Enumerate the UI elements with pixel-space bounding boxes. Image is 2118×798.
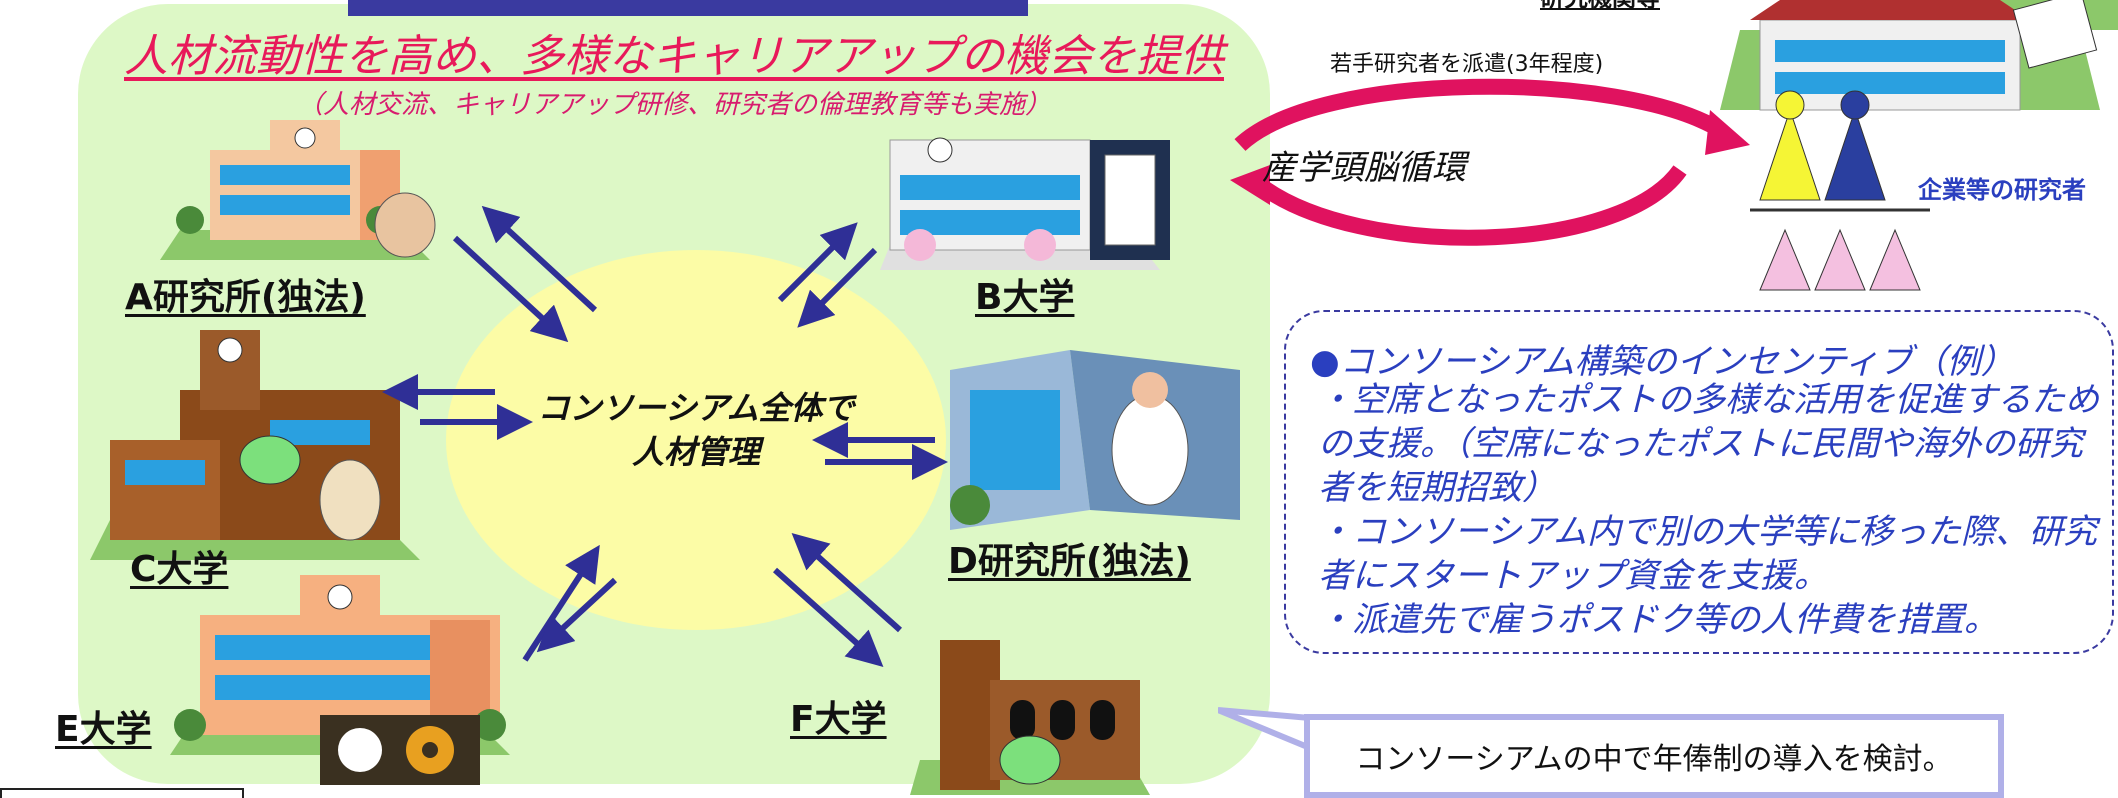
callout-pointer: [1218, 707, 1313, 753]
node-d-label: D研究所(独法): [948, 541, 1191, 582]
salary-system-callout: コンソーシアムの中で年俸制の導入を検討。: [1304, 714, 2004, 798]
brain-circulation-label: 産学頭脳循環: [1262, 148, 1466, 188]
node-f-label: F大学: [790, 699, 887, 740]
arrow-f-out: [791, 532, 903, 633]
brain-circulation-arrows: [1230, 78, 1750, 246]
arrow-b-in: [797, 247, 878, 328]
center-label: コンソーシアム全体で 人材管理: [446, 386, 946, 474]
research-institute-illustration: [1720, 0, 2118, 291]
gears-icon: [320, 715, 480, 785]
arrow-a-in: [452, 235, 569, 343]
main-title: 人材流動性を高め、多様なキャリアアップの機会を提供: [124, 31, 1224, 82]
node-a-label: A研究所(独法): [125, 277, 366, 318]
bottom-left-frame: [0, 788, 244, 798]
arrow-e-out: [522, 544, 600, 662]
building-f-illustration: [910, 640, 1150, 795]
incentive-title: ●コンソーシアム構築のインセンティブ（例）: [1310, 342, 2015, 382]
building-b-illustration: [880, 137, 1170, 270]
building-c-illustration: [90, 330, 420, 560]
dispatch-note: 若手研究者を派遣(3年程度): [1330, 52, 1604, 77]
building-d-illustration: [950, 350, 1240, 530]
arrow-a-out: [481, 205, 598, 313]
building-a-illustration: [160, 120, 436, 260]
incentive-item-3: ・派遣先で雇うポスドク等の人件費を措置。: [1318, 600, 1998, 640]
center-label-line1: コンソーシアム全体で: [537, 389, 855, 427]
top-banner-bar: [348, 0, 1028, 16]
node-e-label: E大学: [55, 709, 152, 750]
node-c-label: C大学: [130, 549, 229, 590]
incentive-item-2: ・コンソーシアム内で別の大学等に移った際、研究者にスタートアップ資金を支援。: [1318, 512, 2097, 596]
arrow-f-in: [772, 567, 884, 668]
research-institute-label: 研究機関等: [1540, 0, 1660, 13]
arrow-e-in: [536, 577, 618, 653]
center-label-line2: 人材管理: [631, 433, 760, 471]
node-b-label: B大学: [975, 277, 1075, 318]
arrow-b-out: [777, 222, 858, 303]
company-researcher-label: 企業等の研究者: [1918, 176, 2086, 204]
incentive-item-1: ・空席となったポストの多様な活用を促進するための支援。（空席になったポストに民間…: [1318, 380, 2099, 508]
sub-title: （人材交流、キャリアアップ研修、研究者の倫理教育等も実施）: [296, 90, 1051, 120]
exchange-arrows: [382, 205, 948, 668]
incentive-box: [1284, 310, 2114, 654]
